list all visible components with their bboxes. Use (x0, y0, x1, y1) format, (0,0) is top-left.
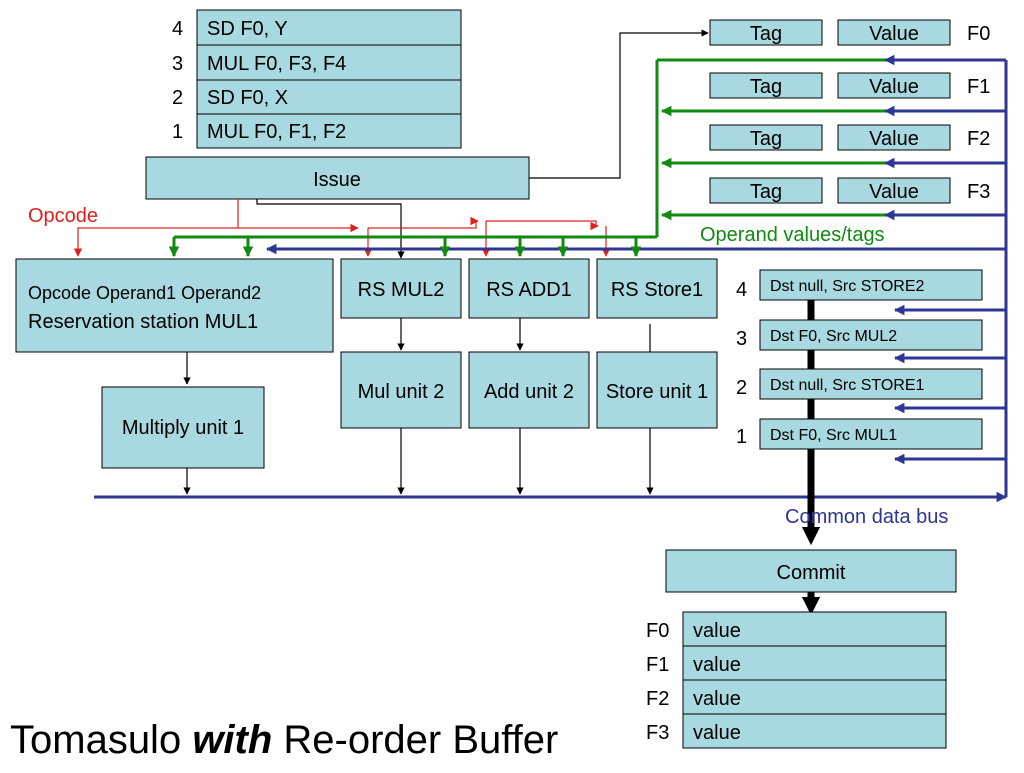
value-label: Value (869, 23, 919, 45)
issue-to-regfile-arrow (529, 29, 709, 179)
arch-reg-value: value (693, 722, 741, 744)
rs-mul1-name: Reservation station MUL1 (28, 311, 258, 333)
multiply-unit-1-box (101, 386, 265, 469)
commit-label: Commit (777, 562, 846, 584)
add-unit-2-label: Add unit 2 (484, 381, 574, 403)
issue-label: Issue (313, 169, 361, 191)
iq-instr: SD F0, Y (207, 18, 288, 40)
reg-value-f2 (837, 124, 951, 151)
iq-num: 3 (172, 53, 183, 75)
rob-entry-4 (759, 269, 983, 301)
arch-reg-name: F2 (646, 688, 669, 710)
arch-reg-value: value (693, 654, 741, 676)
rob-entry-num: 1 (736, 426, 747, 448)
tag-label: Tag (750, 76, 782, 98)
arch-reg-f1 (682, 645, 947, 681)
reg-name: F3 (967, 181, 990, 203)
issue-to-rs-mul2-arrow (256, 199, 405, 259)
rob-entry-num: 3 (736, 328, 747, 350)
commit-box (665, 549, 957, 593)
iq-num: 2 (172, 87, 183, 109)
rob-entry-text: Dst F0, Src MUL2 (770, 328, 897, 345)
reg-name: F0 (967, 23, 990, 45)
rs-store1-box (596, 258, 718, 319)
title-before: Tomasulo (10, 718, 192, 762)
title-after: Re-order Buffer (272, 718, 558, 762)
opcode-label: Opcode (28, 205, 98, 227)
rs-add1-label: RS ADD1 (486, 279, 572, 301)
reg-tag-f3 (709, 177, 823, 204)
cdb-label: Common data bus (785, 506, 948, 528)
rs-store1-label: RS Store1 (611, 279, 703, 301)
reg-tag-f0 (709, 19, 823, 46)
iq-num: 1 (172, 121, 183, 143)
value-label: Value (869, 128, 919, 150)
store-unit-1-label: Store unit 1 (606, 381, 708, 403)
rob-entry-num: 4 (736, 279, 747, 301)
rob-entry-2 (759, 368, 983, 400)
operand-bus-label: Operand values/tags (700, 224, 885, 246)
arch-reg-name: F1 (646, 654, 669, 676)
slide-title: Tomasulo with Re-order Buffer (10, 718, 558, 762)
reg-name: F2 (967, 128, 990, 150)
title-emphasis: with (192, 718, 272, 762)
reorder-buffer: Dst null, Src STORE2 Dst F0, Src MUL2 Ds… (736, 269, 983, 450)
opcode-distribution (73, 199, 611, 257)
add-unit-2-box (468, 351, 590, 429)
tag-label: Tag (750, 128, 782, 150)
architectural-registers: F0 F1 F2 F3 value value value value (646, 611, 947, 749)
rs-mul2-label: RS MUL2 (358, 279, 445, 301)
rob-entry-text: Dst null, Src STORE2 (770, 278, 925, 295)
rob-entry-1 (759, 418, 983, 450)
issue-box (145, 156, 530, 200)
rob-entry-text: Dst F0, Src MUL1 (770, 427, 897, 444)
rs-mul1-fields: Opcode Operand1 Operand2 (28, 283, 261, 303)
arch-reg-name: F3 (646, 722, 669, 744)
register-file: Tag Value Tag Value Tag Value Tag Value … (709, 19, 990, 204)
reg-tag-f1 (709, 72, 823, 99)
rob-entry-text: Dst null, Src STORE1 (770, 377, 925, 394)
mul-unit-2-box (340, 351, 462, 429)
iq-num: 4 (172, 18, 183, 40)
iq-slot-4 (196, 9, 462, 46)
rs-mul2-box (340, 258, 462, 319)
iq-slot-1 (196, 113, 462, 149)
iq-instr: MUL F0, F1, F2 (207, 121, 346, 143)
reg-name: F1 (967, 76, 990, 98)
reg-value-f1 (837, 72, 951, 99)
reservation-station-mul1 (15, 258, 334, 353)
iq-slot-2 (196, 79, 462, 115)
rs-add1-box (468, 258, 590, 319)
reg-value-f3 (837, 177, 951, 204)
arch-reg-name: F0 (646, 620, 669, 642)
arch-reg-value: value (693, 688, 741, 710)
iq-instr: MUL F0, F3, F4 (207, 53, 346, 75)
value-label: Value (869, 76, 919, 98)
arch-reg-value: value (693, 620, 741, 642)
instruction-queue: 4 SD F0, Y 3 MUL F0, F3, F4 2 SD F0, X 1… (172, 9, 462, 149)
mul-unit-2-label: Mul unit 2 (358, 381, 445, 403)
reg-tag-f2 (709, 124, 823, 151)
iq-instr: SD F0, X (207, 87, 288, 109)
rob-entry-num: 2 (736, 377, 747, 399)
tag-label: Tag (750, 181, 782, 203)
store-unit-1-box (596, 351, 718, 429)
arch-reg-f3 (682, 713, 947, 749)
operand-values-tags-lines (168, 58, 885, 258)
iq-slot-3 (196, 44, 462, 81)
reg-value-f0 (837, 19, 951, 46)
tag-label: Tag (750, 23, 782, 45)
value-label: Value (869, 181, 919, 203)
multiply-unit-1-label: Multiply unit 1 (122, 417, 244, 439)
rob-entry-3 (759, 319, 983, 351)
